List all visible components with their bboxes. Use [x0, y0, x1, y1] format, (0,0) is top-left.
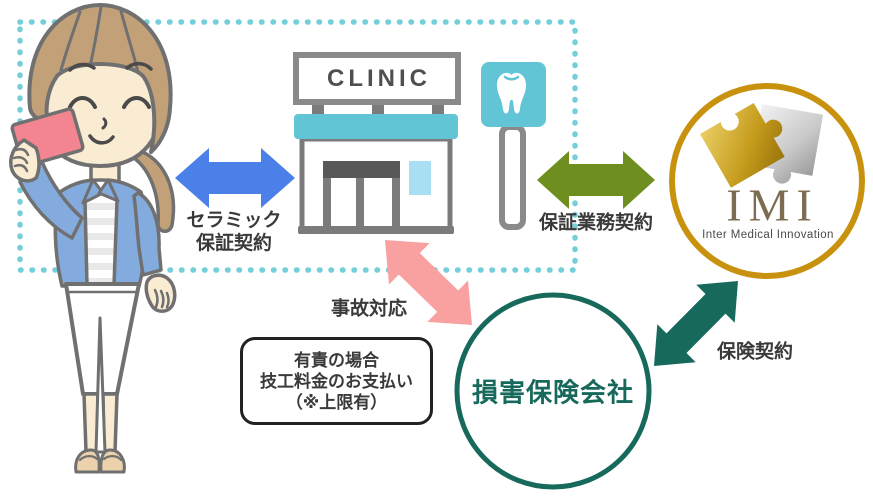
payment-note-line1: 有責の場合	[294, 350, 379, 370]
clinic-building-icon	[293, 52, 461, 234]
inner-seam	[94, 316, 107, 454]
insurance-company-circle	[454, 292, 652, 490]
clinic-window	[409, 161, 431, 195]
tooth-sign-icon	[481, 62, 546, 230]
clinic-sign-label: CLINIC	[327, 64, 431, 92]
label-warranty-business-contract: 保証業務契約	[538, 212, 654, 234]
payment-note-line2: 技工料金のお支払い	[260, 371, 413, 391]
payment-note-line3: （※上限有）	[285, 392, 388, 412]
ponytail	[132, 148, 176, 233]
patient-illustration	[9, 3, 177, 474]
smile	[88, 134, 115, 145]
arrow-clinic-insurer	[385, 240, 472, 325]
label-ceramic-warranty-contract: セラミック 保証契約	[186, 209, 281, 255]
right-hand	[144, 273, 177, 313]
arrow-clinic-imi	[537, 151, 655, 209]
label-ceramic-line2: 保証契約	[195, 233, 273, 254]
label-insurance-contract: 保険契約	[716, 341, 794, 363]
tooth-glyph	[496, 72, 527, 114]
label-accident-response: 事故対応	[330, 298, 408, 320]
payment-note-box: 有責の場合 技工料金のお支払い （※上限有）	[240, 337, 433, 425]
nose	[101, 117, 108, 130]
insurance-company-name: 損害保険会社	[471, 377, 635, 408]
imi-logo	[669, 83, 865, 279]
sandals	[74, 448, 101, 474]
eyebrows	[68, 61, 153, 72]
arrow-imi-insurer	[654, 281, 738, 366]
imi-full-name: Inter Medical Innovation	[702, 229, 834, 241]
closed-eyes	[68, 96, 151, 109]
imi-acronym: IMI	[726, 179, 819, 231]
arrow-patient-clinic	[175, 148, 295, 208]
hair	[27, 3, 173, 154]
label-ceramic-line1: セラミック	[186, 210, 282, 231]
puzzle-pieces-icon	[700, 103, 824, 188]
clinic-door-header	[323, 161, 400, 178]
clinic-signboard	[293, 52, 461, 105]
